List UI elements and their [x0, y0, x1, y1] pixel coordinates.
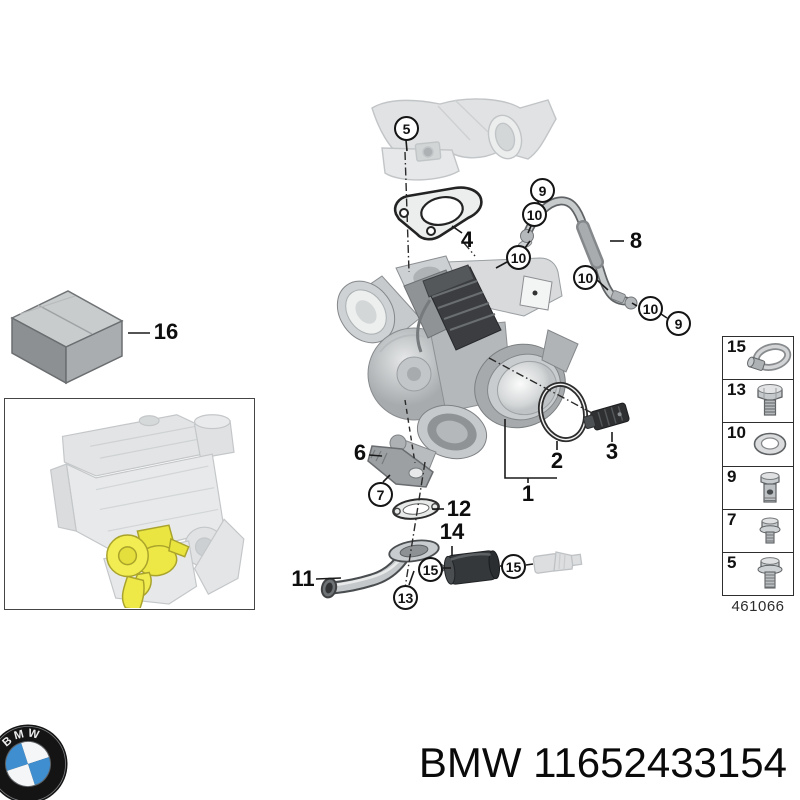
- drawing-number: 461066: [731, 598, 785, 615]
- part-label-11: 11: [291, 566, 315, 591]
- part-callout-10-b: 10: [506, 245, 531, 270]
- short-bolt-icon: [759, 517, 781, 544]
- part-callout-15-left: 15: [418, 557, 443, 582]
- part-callout-15-right: 15: [501, 554, 526, 579]
- oil-return-pipe-part11: [320, 539, 440, 599]
- legend-row-13: 13: [723, 380, 793, 424]
- part-number-caption: BMW 11652433154: [418, 739, 787, 786]
- part-label-14: 14: [439, 519, 465, 544]
- hose-part14: [437, 550, 501, 585]
- part-label-16: 16: [153, 319, 179, 344]
- legend-number: 7: [727, 509, 737, 529]
- fastener-legend-table: 15 13 10 9: [722, 336, 794, 596]
- hose-clamp-icon: [747, 343, 792, 372]
- centerlines: [404, 151, 593, 589]
- part-label-12: 12: [446, 496, 472, 521]
- part-callout-5: 5: [394, 116, 419, 141]
- banjo-bolt-icon: [760, 471, 780, 503]
- legend-number: 15: [727, 337, 746, 356]
- part-label-1: 1: [521, 481, 535, 506]
- part-callout-13: 13: [393, 585, 418, 610]
- oil-return-gasket-part12: [392, 498, 440, 520]
- o-ring-part2: [537, 381, 589, 443]
- legend-number: 9: [727, 466, 737, 486]
- legend-row-10: 10: [723, 423, 793, 467]
- oil-feed-line-part8: [517, 196, 638, 310]
- part-callout-10-c: 10: [573, 265, 598, 290]
- legend-row-5: 5: [723, 553, 793, 595]
- part-callout-10-d: 10: [638, 296, 663, 321]
- part-callout-9-bottom: 9: [666, 311, 691, 336]
- legend-number: 10: [727, 423, 746, 443]
- part-callout-10-a: 10: [522, 202, 547, 227]
- ghost-fitting: [532, 551, 583, 574]
- part-label-8: 8: [629, 228, 643, 253]
- exhaust-manifold-ghost: [371, 98, 557, 181]
- legend-row-15: 15: [723, 337, 793, 381]
- part-callout-7: 7: [368, 482, 393, 507]
- flange-bolt-icon: [757, 557, 783, 589]
- part-label-2: 2: [550, 448, 564, 473]
- part-callout-9-top: 9: [530, 178, 555, 203]
- part-label-6: 6: [353, 440, 367, 465]
- part-label-3: 3: [605, 439, 619, 464]
- bmw-logo: BMW: [0, 724, 68, 800]
- part-label-4: 4: [460, 227, 474, 252]
- pressure-sensor-part3: [583, 402, 630, 431]
- engine-inset-art: [49, 414, 245, 611]
- legend-number: 5: [727, 552, 737, 572]
- kit-box-part16: [10, 290, 124, 385]
- highlighted-turbocharger: [106, 524, 190, 611]
- engine-location-inset: [4, 398, 255, 611]
- hex-bolt-icon: [757, 384, 783, 416]
- legend-row-7: 7: [723, 510, 793, 553]
- engine-illustration: [49, 414, 245, 605]
- turbo-gasket-part4: [393, 186, 483, 241]
- legend-number: 13: [727, 380, 746, 400]
- legend-row-9: 9: [723, 467, 793, 510]
- washer-icon: [753, 433, 787, 456]
